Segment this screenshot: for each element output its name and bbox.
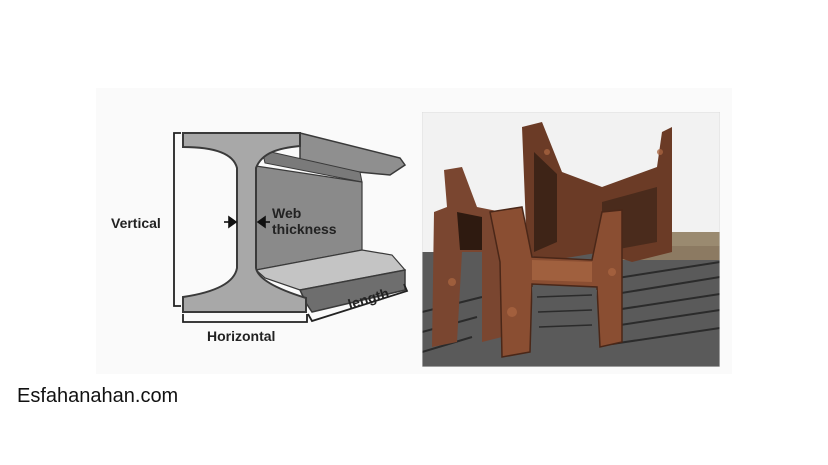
web-thickness-arrows (224, 215, 270, 229)
length-dimension (307, 283, 409, 323)
vertical-label: Vertical (111, 215, 161, 231)
web-thickness-label-line2: thickness (272, 221, 337, 237)
horizontal-label: Horizontal (207, 328, 276, 344)
web-thickness-label-line1: Web (272, 205, 302, 221)
site-credit: Esfahanahan.com (17, 385, 179, 407)
vertical-dimension (173, 132, 181, 307)
steel-beams-photo (422, 112, 720, 367)
web-thickness-label: Web thickness (272, 205, 337, 237)
i-beam-front-face (182, 132, 307, 313)
horizontal-dimension (182, 314, 308, 323)
